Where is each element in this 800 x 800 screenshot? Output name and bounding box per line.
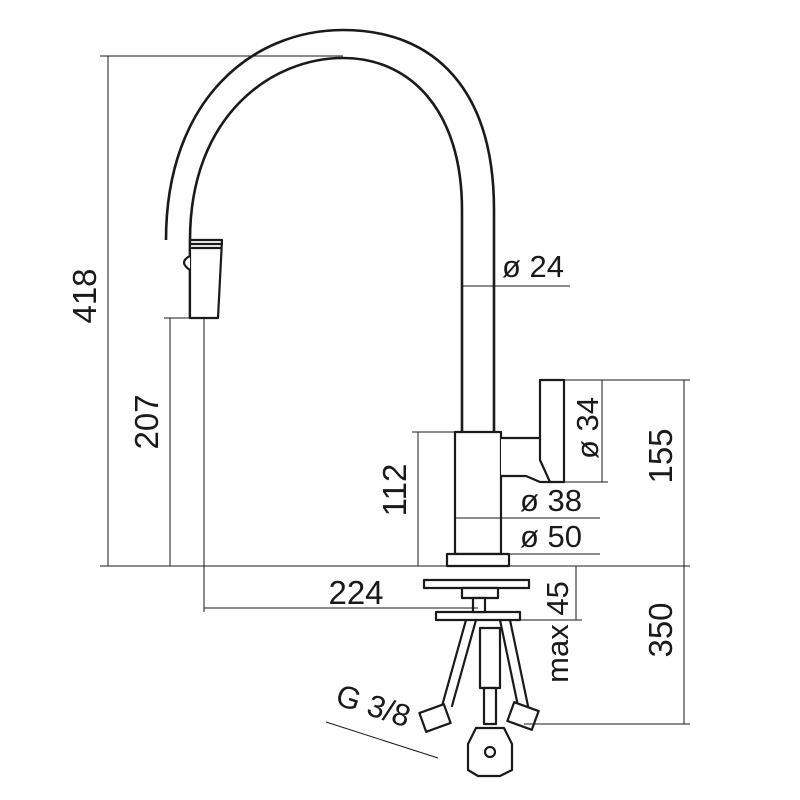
spout-inner-arc [164, 28, 496, 432]
label-handle-height: 155 [642, 428, 679, 483]
mounting-plate [434, 610, 522, 622]
hose-right-edge [508, 618, 530, 708]
label-reach: 224 [328, 574, 383, 611]
label-body-height: 112 [376, 464, 413, 517]
label-deck-thickness: max 45 [540, 581, 575, 683]
threaded-rod [471, 596, 487, 614]
counterweight-hole [483, 745, 497, 759]
faucet-body [453, 430, 503, 556]
mounting-nut [460, 586, 500, 600]
spray-button [182, 255, 191, 271]
center-hose [482, 686, 498, 726]
label-tube-diameter: ø 24 [502, 249, 564, 284]
mounting-assembly [418, 578, 540, 778]
faucet-outline [164, 28, 566, 568]
label-total-height: 418 [66, 268, 103, 323]
label-hose-length: 350 [642, 602, 679, 657]
hose-right [498, 618, 520, 708]
counterweight [466, 726, 514, 778]
mounting-washer [422, 578, 531, 590]
hose-left-edge [450, 618, 478, 708]
hose-nut-left [418, 703, 452, 733]
spray-head [188, 238, 224, 320]
label-spout-height: 207 [128, 394, 165, 449]
dimension-lines [100, 55, 690, 759]
handle-lever [501, 378, 566, 484]
hose-left [440, 618, 468, 708]
dimension-labels: 418 207 112 155 224 ø 24 ø 34 ø 38 ø 50 … [66, 249, 679, 734]
handle-notch [538, 436, 552, 484]
label-handle-diameter: ø 34 [570, 397, 605, 459]
spout-outer-arc [188, 56, 464, 432]
hose-nut-right [506, 701, 540, 731]
label-connection-thread: G 3/8 [332, 677, 415, 734]
center-hose-fitting [478, 626, 502, 690]
base-ring [445, 552, 511, 568]
label-body-diameter: ø 38 [520, 483, 582, 518]
label-base-diameter: ø 50 [520, 519, 582, 554]
dim-g38-leader [325, 721, 439, 759]
